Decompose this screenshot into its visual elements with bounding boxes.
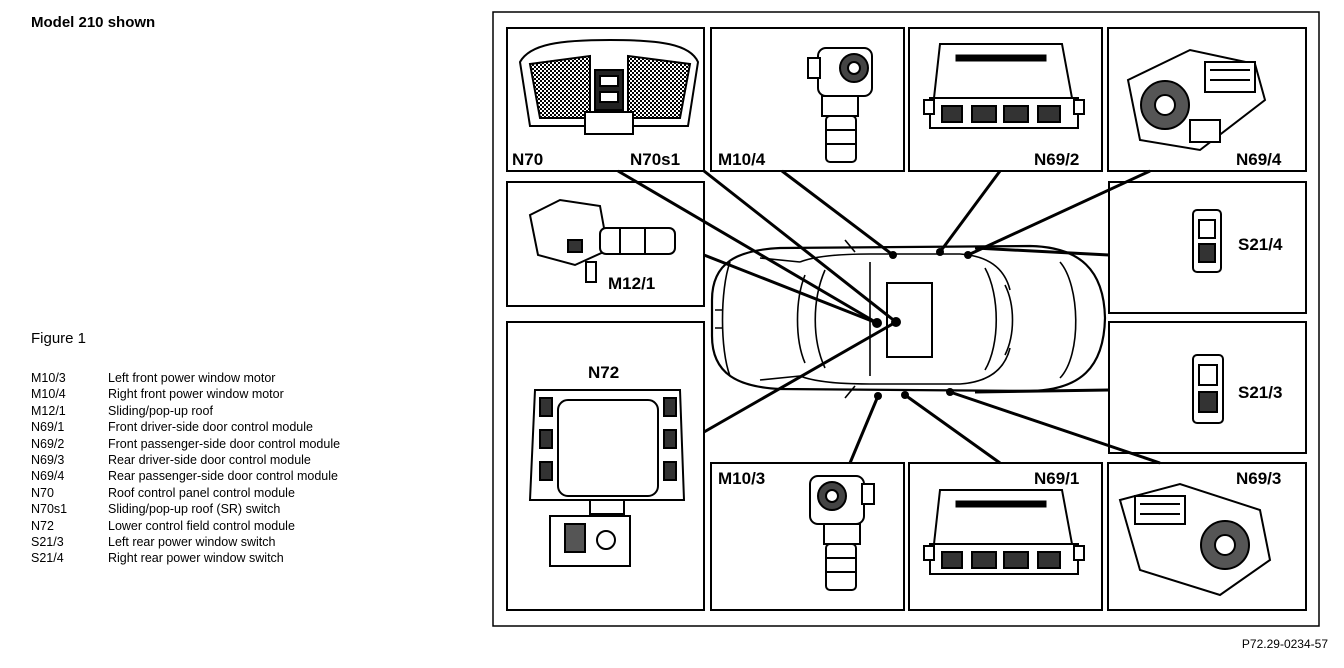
legend-description: Front passenger-side door control module <box>108 436 341 451</box>
callout-n69-4: N69/4 <box>1236 150 1282 169</box>
legend-code: N70 <box>31 485 54 500</box>
reference-number: P72.29-0234-57 <box>1241 637 1328 651</box>
legend-code: M10/4 <box>31 387 66 402</box>
legend-description: Rear passenger-side door control module <box>108 469 338 484</box>
vehicle-top-view <box>710 239 1107 399</box>
legend-row: N69/4 Rear passenger-side door control mo… <box>31 468 340 484</box>
callout-s21-4: S21/4 <box>1238 235 1283 254</box>
callout-n69-3: N69/3 <box>1236 469 1281 488</box>
legend-row: S21/3 Left rear power window switch <box>31 534 340 550</box>
window-motor-illustration <box>807 47 873 163</box>
legend-description: Lower control field control module <box>108 518 295 533</box>
legend-row: N70 Roof control panel control module <box>31 485 340 501</box>
callout-n72: N72 <box>588 363 619 382</box>
door-control-module-illustration <box>923 43 1085 129</box>
legend-description: Roof control panel control module <box>108 485 295 500</box>
callout-m10-4: M10/4 <box>718 150 766 169</box>
legend-row: M12/1 Sliding/pop-up roof <box>31 403 340 419</box>
legend-description: Sliding/pop-up roof <box>108 403 213 418</box>
callout-m10-3: M10/3 <box>718 469 765 488</box>
legend-description: Sliding/pop-up roof (SR) switch <box>108 502 281 517</box>
door-control-module-illustration <box>923 489 1085 575</box>
legend-code: N70s1 <box>31 502 68 517</box>
legend-row: N72 Lower control field control module <box>31 518 340 534</box>
legend-code: M10/3 <box>31 371 66 385</box>
legend-row: N69/2 Front passenger-side door control m… <box>31 436 340 452</box>
legend-description: Right rear power window switch <box>108 551 284 566</box>
callout-n70: N70 <box>512 150 543 169</box>
legend-description: Left front power window motor <box>108 371 276 385</box>
window-switch-illustration <box>1192 354 1224 424</box>
legend-description: Rear driver-side door control module <box>108 453 311 468</box>
diagram-frame <box>492 11 1320 627</box>
callout-m12-1: M12/1 <box>608 274 655 293</box>
legend-code: N69/2 <box>31 436 65 451</box>
window-switch-illustration <box>1192 209 1222 273</box>
legend-code: N69/4 <box>31 469 65 484</box>
component-legend: M10/3 Left front power window motor M10/4… <box>31 370 340 567</box>
legend-row: M10/3 Left front power window motor <box>31 370 340 386</box>
legend-code: S21/3 <box>31 535 64 550</box>
legend-description: Left rear power window switch <box>108 535 276 550</box>
legend-code: N69/1 <box>31 420 65 435</box>
legend-code: S21/4 <box>31 551 64 566</box>
figure-label: Figure 1 <box>31 330 87 347</box>
window-regulator-illustration <box>1126 48 1267 152</box>
legend-description: Right front power window motor <box>108 387 284 402</box>
legend-row: S21/4 Right rear power window switch <box>31 550 340 566</box>
lower-control-field-illustration <box>528 389 686 567</box>
callout-s21-3: S21/3 <box>1238 383 1282 402</box>
legend-code: N69/3 <box>31 453 65 468</box>
callout-n69-1: N69/1 <box>1034 469 1079 488</box>
roof-control-panel-illustration <box>518 38 700 135</box>
legend-code: M12/1 <box>31 403 66 418</box>
callout-n70s1: N70s1 <box>630 150 680 169</box>
diagram-heading: Model 210 shown <box>31 14 156 31</box>
legend-row: N70s1 Sliding/pop-up roof (SR) switch <box>31 501 340 517</box>
callout-n69-2: N69/2 <box>1034 150 1079 169</box>
legend-code: N72 <box>31 518 54 533</box>
window-regulator-illustration <box>1118 482 1272 597</box>
legend-description: Front driver-side door control module <box>108 420 313 435</box>
sliding-roof-motor-illustration <box>528 198 676 283</box>
legend-row: N69/3 Rear driver-side door control modul… <box>31 452 340 468</box>
legend-row: N69/1 Front driver-side door control modu… <box>31 419 340 435</box>
legend-row: M10/4 Right front power window motor <box>31 386 340 402</box>
window-motor-illustration <box>809 475 875 591</box>
